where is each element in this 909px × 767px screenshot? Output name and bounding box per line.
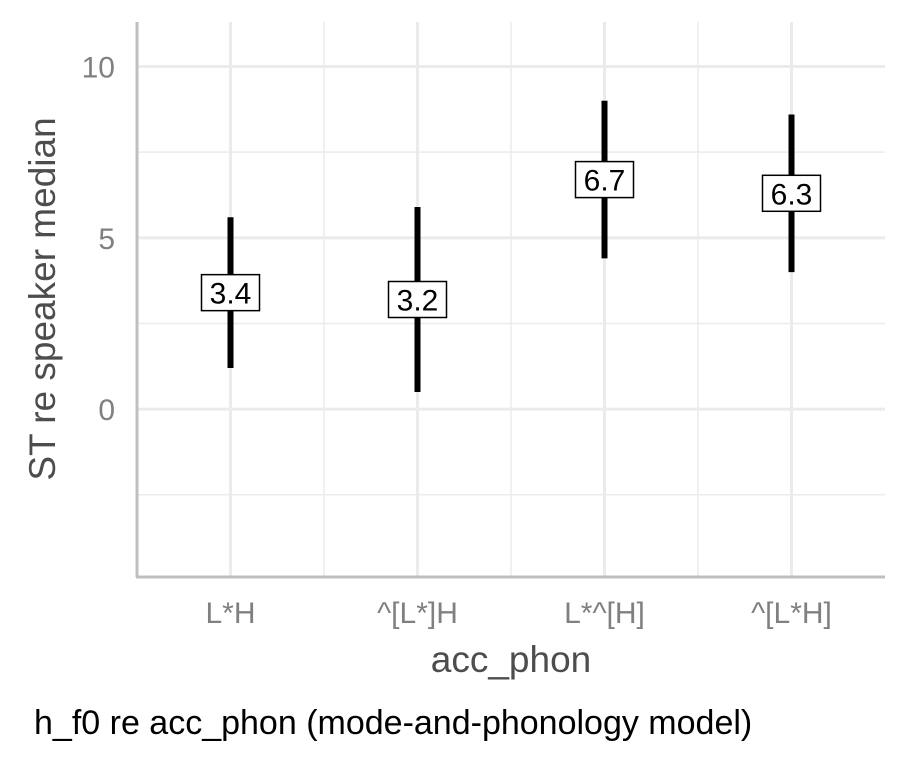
xtick-label: L*H xyxy=(205,597,255,630)
data-label: 6.7 xyxy=(584,165,626,198)
y-axis-title: ST re speaker median xyxy=(22,117,63,480)
data-label: 3.4 xyxy=(210,278,252,311)
ytick-label: 10 xyxy=(82,52,115,85)
chart-caption: h_f0 re acc_phon (mode-and-phonology mod… xyxy=(34,704,752,742)
xtick-label: ^[L*H] xyxy=(751,597,832,630)
data-label-box xyxy=(387,280,448,319)
grid-layer xyxy=(137,22,885,577)
ytick-label: 0 xyxy=(98,394,115,427)
ytick-label: 5 xyxy=(98,223,115,256)
xtick-label: L*^[H] xyxy=(564,597,645,630)
x-axis-title: acc_phon xyxy=(431,639,591,680)
data-labels: 3.4 3.2 6.7 6.3 xyxy=(200,160,822,319)
data-label-box xyxy=(574,160,635,199)
data-label-box xyxy=(761,174,822,213)
xtick-labels: L*H ^[L*]H L*^[H] ^[L*H] xyxy=(205,597,831,630)
data-label: 3.2 xyxy=(397,285,439,318)
data-label: 6.3 xyxy=(771,178,813,211)
ytick-labels: 0 5 10 xyxy=(82,52,115,428)
data-label-box xyxy=(200,273,261,312)
axes xyxy=(135,22,885,579)
xtick-label: ^[L*]H xyxy=(377,597,458,630)
